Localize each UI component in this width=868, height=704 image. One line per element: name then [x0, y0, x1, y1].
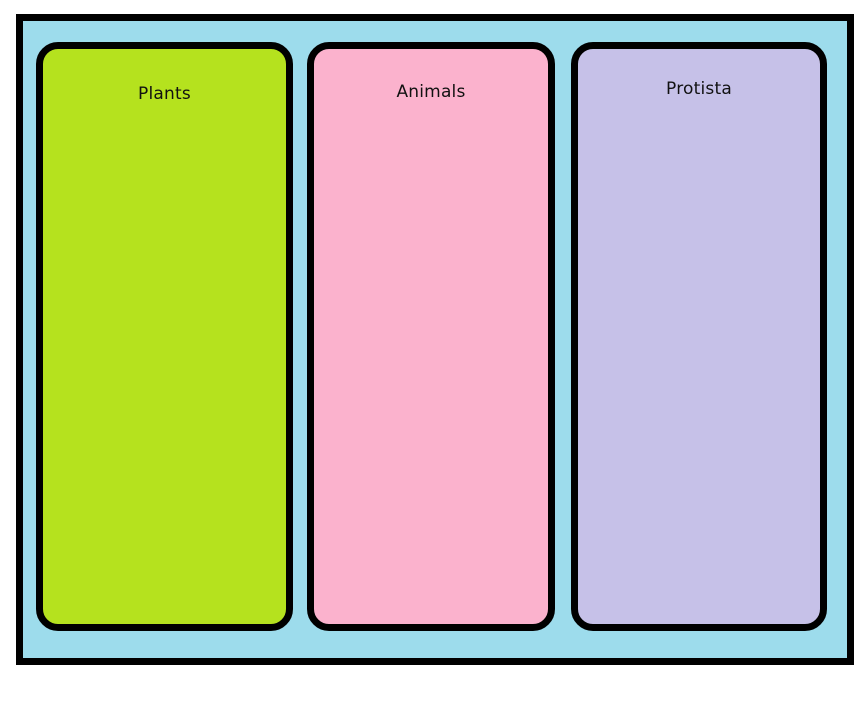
- diagram-outer-frame: Plants Animals Protista: [16, 14, 854, 665]
- category-column-label-plants: Plants: [138, 84, 191, 104]
- category-drop-zone-animals[interactable]: [314, 109, 548, 624]
- category-columns-row: Plants Animals Protista: [23, 21, 847, 658]
- category-drop-zone-protista[interactable]: [578, 109, 820, 624]
- category-drop-zone-plants[interactable]: [43, 109, 286, 624]
- category-column-protista[interactable]: Protista: [571, 42, 827, 631]
- category-column-plants[interactable]: Plants: [36, 42, 293, 631]
- category-column-label-animals: Animals: [396, 82, 466, 102]
- category-column-label-protista: Protista: [666, 79, 732, 99]
- category-column-animals[interactable]: Animals: [307, 42, 555, 631]
